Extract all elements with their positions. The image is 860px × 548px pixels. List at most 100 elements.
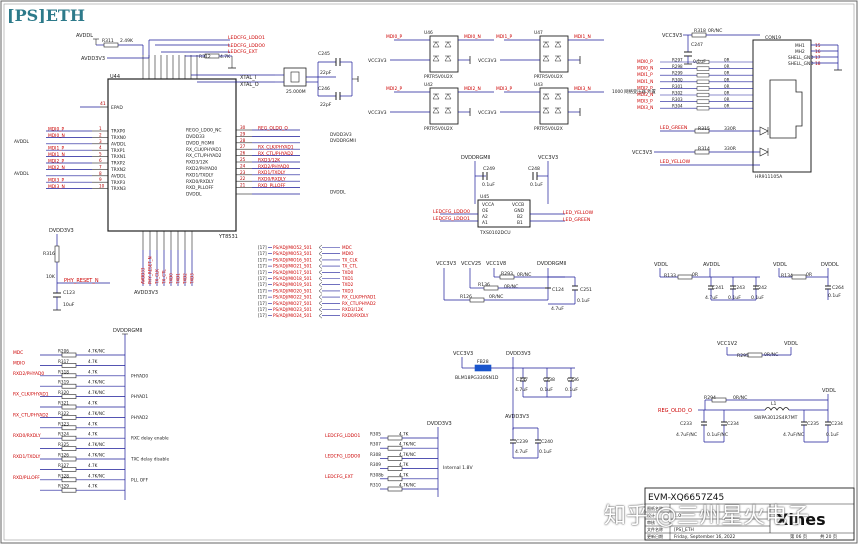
rj45-supply: VCC3V3 [662, 33, 682, 39]
u44-left-pin-name: TRXP3 [110, 180, 125, 186]
ledcfg-res-ref: R308 [370, 452, 381, 457]
strap-res-val: 4.7K/NC [88, 390, 105, 395]
u44-left-pin-num: 3 [99, 139, 102, 144]
esd-vcc: VCC3V3 [478, 58, 497, 64]
u44-bottom-pin-name: TXD2 [183, 273, 188, 285]
net-table-tag: [17] [258, 264, 267, 269]
led-green-icon [759, 126, 769, 136]
strap-res-ref: R206 [58, 349, 69, 354]
u45-pin-l0: VCCA [482, 202, 494, 208]
ledcfg-resistor [387, 456, 403, 461]
c236-ref: C236 [567, 377, 579, 383]
led-yellow-net: LED_YELLOW [660, 159, 691, 165]
u44-right-pin-num: 25 [240, 157, 246, 162]
c234b-ref: C234 [831, 421, 843, 427]
rj45-row-ref: R300 [672, 77, 683, 82]
rj45-mh-pin15: 15 [815, 43, 821, 49]
strap-resistor [61, 435, 77, 441]
c234-ref: C234 [727, 421, 739, 427]
u44-left-pin-num: 10 [99, 184, 105, 189]
ledcfg-res-val: 4.7K [399, 432, 409, 437]
pwr-vcc1v2: VCC1V2 [717, 341, 737, 347]
u44-left-net: MDI2_N [48, 165, 65, 171]
net-table-signal: PS/ADJ/MIO53_501 [273, 251, 312, 256]
net-table-net: TXD1 [341, 276, 354, 281]
ledcfg-res-val: 4.7K/NC [399, 483, 416, 488]
ls-supply-b: VCC3V3 [538, 155, 558, 161]
u44-left-supply: AVDDL [14, 139, 29, 145]
pwr-vcc1v8: VCC1V8 [486, 261, 506, 267]
ledcfg-res-val: 4.7K [399, 472, 409, 477]
rj45-row-resistor [696, 106, 710, 111]
u44-left-net: MDI2_P [48, 158, 64, 164]
net-xtal-o: XTAL_O [240, 82, 259, 88]
net-table-signal: PS/ADJ/MIO18_501 [273, 276, 312, 281]
rj45-row-net: MDI1_P [637, 72, 653, 78]
u45-pin-l1: OE [482, 208, 488, 214]
r312-val: 4.7K [220, 54, 231, 60]
c240-ref: C240 [541, 439, 553, 445]
strap-net: RXD2/PHYAD0 [13, 371, 44, 377]
ledcfg-resistor [387, 445, 403, 451]
r133-val: 0R [692, 272, 699, 278]
esd-ref: U46 [424, 30, 433, 36]
net-table-signal: PS/ADJ/MIO20_501 [273, 288, 312, 293]
esd-net-p: MDI0_P [386, 34, 402, 40]
ledcfg-res-ref: R308b [370, 472, 384, 477]
strap-note: PLL OFF [131, 477, 149, 483]
pwr-vddl-d: VDDL [822, 388, 836, 394]
crystal-freq: 25.000M [286, 89, 306, 95]
c245-ref: C245 [318, 51, 330, 57]
c264-val: 0.1uF [828, 293, 841, 299]
net-table-net: RX_CLK/PHYAD1 [342, 295, 376, 300]
u44-right-pin-name: RX_CTL/PHYAD2 [186, 153, 222, 159]
rj45-ref: CON19 [765, 35, 781, 41]
u44-left-pin-num: 6 [99, 158, 102, 163]
c249-ref: C249 [483, 166, 495, 172]
c247-val: 0.1uF [693, 59, 706, 65]
esd-vcc: VCC3V3 [368, 58, 387, 64]
u44-bottom-supply: AVDD3V3 [134, 290, 158, 296]
ledcfg-res-ref: R310 [370, 483, 381, 488]
r314-ref: R314 [698, 146, 710, 152]
c245-val: 22pF [320, 70, 332, 76]
r294-val: 0R/NC [733, 395, 747, 401]
ledcfg-res-ref: R307 [370, 442, 381, 447]
net-table-port-icon [318, 306, 323, 313]
strap-net: RXD0/RXDLY [13, 433, 41, 439]
page-title: [PS]ETH [7, 6, 85, 25]
c233-ref: C233 [680, 421, 692, 427]
net-table-port-icon [318, 263, 323, 269]
net-table-port-icon [318, 282, 323, 288]
net-table-net: TXD2 [341, 282, 354, 287]
u44-bottom-pin-name: TX_CLK [155, 269, 160, 285]
strap-res-val: 4.7K [88, 369, 98, 374]
c248-ref: C248 [528, 166, 540, 172]
strap-res-ref: R323 [58, 421, 69, 426]
u44-right-pin-num: 30 [240, 125, 246, 130]
ledcfg-res-val: 4.7K [399, 462, 409, 467]
u44-left-pin-num: 5 [99, 152, 102, 157]
net-table-tag: [17] [258, 257, 267, 262]
rj45-row-ref: R303 [672, 97, 683, 102]
c249-val: 0.1uF [482, 182, 495, 188]
r315-ref: R315 [698, 126, 710, 132]
net-avddl-top: AVDDL [76, 33, 93, 39]
u44-right-pin-name: REGO_LDO0_NC [186, 128, 222, 134]
pwr-reg-net: REG_OLDO_O [658, 408, 692, 414]
rj45-row-resistor [696, 92, 710, 98]
esd-net-p: MDI1_P [496, 34, 512, 40]
c246-val: 22pF [320, 102, 332, 108]
c251-val: 0.1uF [577, 298, 590, 304]
r318-val: 0R/NC [708, 28, 722, 34]
c236b-val: 0.1uF [826, 432, 839, 438]
u44-right-net: RX_CLK/PHYAD1 [258, 145, 294, 151]
u44-ref: U44 [110, 74, 120, 80]
net-table-signal: PS/ADJ/MIO52_501 [273, 245, 312, 250]
esd-net-p: MDI2_P [386, 86, 402, 92]
u44-bottom-pin-name: TXD0 [169, 273, 174, 285]
c240-val: 0.1uF [539, 449, 552, 455]
u44-bottom-pin-name: PHY_RESET_N [148, 256, 153, 284]
